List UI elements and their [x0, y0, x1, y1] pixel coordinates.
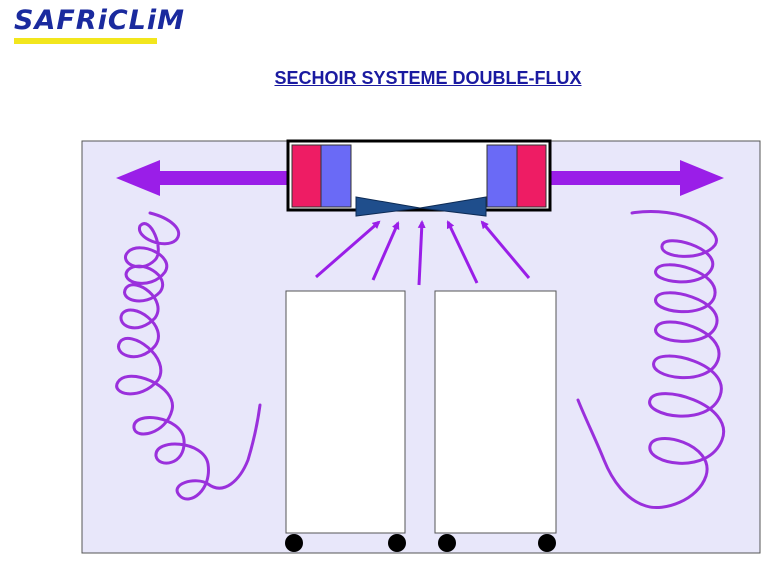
- airflow-arrow: [417, 220, 426, 286]
- air-loop-left: [115, 211, 262, 501]
- arrow-left-icon: [116, 160, 290, 196]
- heater-coil-right-blue: [486, 144, 518, 208]
- rack-wheel: [285, 534, 303, 552]
- airflow-arrow: [480, 220, 531, 279]
- fan-icon: [355, 196, 487, 217]
- safriclim-logo: SAFRiCLiM: [14, 5, 185, 36]
- logo-underline: [14, 38, 157, 44]
- rack-wheel: [438, 534, 456, 552]
- arrow-right-icon: [548, 160, 724, 196]
- heater-coil-left-red: [291, 144, 322, 208]
- airflow-arrows: [315, 220, 531, 286]
- drying-rack-right: [434, 290, 557, 534]
- airflow-arrow: [371, 221, 400, 281]
- air-loop-right: [576, 210, 726, 509]
- heater-coil-left-blue: [320, 144, 352, 208]
- heater-coil-right-red: [516, 144, 547, 208]
- airflow-arrow: [446, 220, 479, 284]
- rack-wheel: [538, 534, 556, 552]
- airflow-arrow: [315, 220, 381, 279]
- diagram-title: SECHOIR SYSTEME DOUBLE-FLUX: [274, 68, 582, 88]
- rack-wheel: [388, 534, 406, 552]
- drying-rack-left: [285, 290, 406, 534]
